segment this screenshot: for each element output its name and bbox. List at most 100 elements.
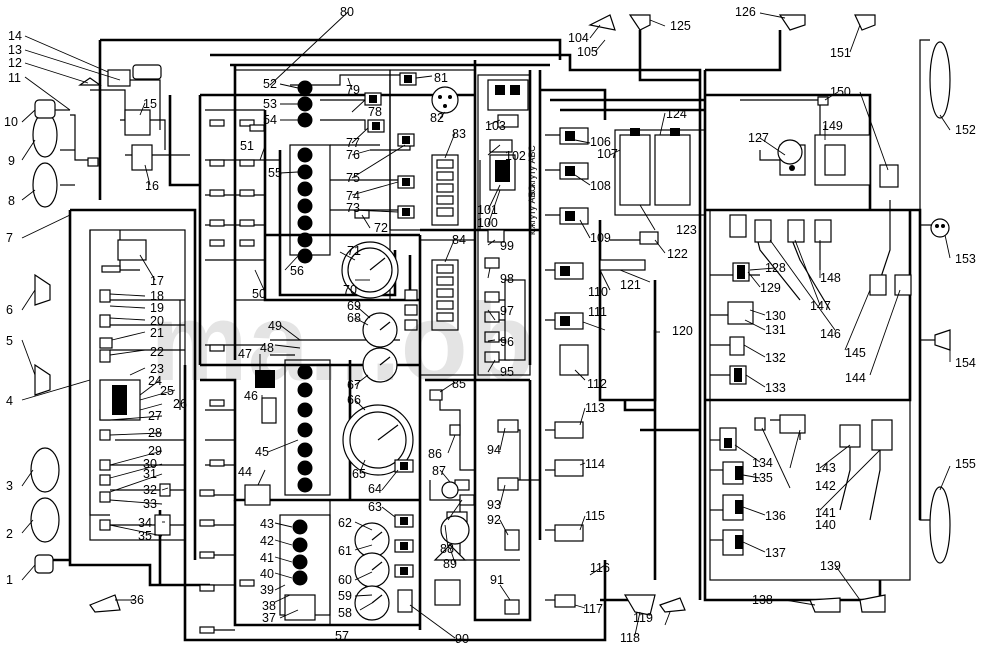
callout-117: 117 [583,602,603,616]
callout-5: 5 [6,334,13,348]
callout-116: 116 [590,561,610,575]
callout-151: 151 [830,46,851,60]
callout-138: 138 [752,593,773,607]
callout-42: 42 [260,534,274,548]
callout-83: 83 [452,127,466,141]
leader-lines [21,11,951,639]
callout-75: 75 [346,171,360,185]
callout-45: 45 [255,445,269,459]
callout-numbers: 1234567891011121314151617181920212223242… [4,5,976,646]
callout-58: 58 [338,606,352,620]
callout-51: 51 [240,139,254,153]
callout-153: 153 [955,252,976,266]
callout-52: 52 [263,77,277,91]
callout-29: 29 [148,444,162,458]
callout-61: 61 [338,544,352,558]
callout-111: 111 [588,305,607,319]
callout-97: 97 [500,304,514,318]
callout-76: 76 [346,148,360,162]
callout-66: 66 [347,393,361,407]
callout-71: 71 [347,244,361,258]
callout-115: 115 [585,509,605,523]
callout-136: 136 [765,509,786,523]
callout-56: 56 [290,264,304,278]
callout-103: 103 [485,119,506,133]
callout-77: 77 [346,136,360,150]
callout-74: 74 [346,189,360,203]
callout-8: 8 [8,194,15,208]
callout-34: 34 [138,516,152,530]
callout-79: 79 [346,83,360,97]
callout-121: 121 [620,278,641,292]
callout-85: 85 [452,377,466,391]
callout-38: 38 [262,599,276,613]
callout-19: 19 [150,301,164,315]
callout-80: 80 [340,5,354,19]
indicator-lamps [292,80,313,586]
callout-106: 106 [590,135,611,149]
gauge-62 [354,522,390,558]
callout-90: 90 [455,632,469,646]
callout-154: 154 [955,356,976,370]
callout-139: 139 [820,559,841,573]
callout-67: 67 [347,378,361,392]
callout-152: 152 [955,123,976,137]
callout-31: 31 [143,467,157,481]
callout-18: 18 [150,289,164,303]
watermark: ma...ob [150,281,535,404]
callout-87: 87 [432,464,446,478]
lamps-45 [297,364,313,493]
callout-78: 78 [368,105,382,119]
callout-30: 30 [143,457,157,471]
gauge-65 [342,404,414,476]
callout-11: 11 [8,71,21,85]
callout-98: 98 [500,272,514,286]
callout-39: 39 [260,583,274,597]
callout-1: 1 [6,573,13,587]
callout-104: 104 [568,31,589,45]
callout-13: 13 [8,43,22,57]
callout-15: 15 [143,97,157,111]
callout-44: 44 [238,465,252,479]
callout-128: 128 [765,261,786,275]
callout-132: 132 [765,351,786,365]
callout-55: 55 [268,166,282,180]
callout-129: 129 [760,281,781,295]
callout-49: 49 [268,319,282,333]
callout-35: 35 [138,529,152,543]
callout-2: 2 [6,527,13,541]
callout-86: 86 [428,447,442,461]
callout-81: 81 [434,71,448,85]
lamps-40-43 [292,519,308,586]
callout-123: 123 [676,223,697,237]
callout-112: 112 [587,377,607,391]
callout-25: 25 [160,384,174,398]
gauge-71 [341,241,399,299]
callout-27: 27 [148,409,162,423]
callout-122: 122 [667,247,688,261]
callout-144: 144 [845,371,866,385]
connectors [87,69,912,634]
callout-28: 28 [148,426,162,440]
callout-125: 125 [670,19,691,33]
callout-72: 72 [374,221,388,235]
callout-68: 68 [347,311,361,325]
callout-70: 70 [343,283,357,297]
callout-148: 148 [820,271,841,285]
note-abs-2: к жгуту АБС [527,185,537,235]
callout-43: 43 [260,517,274,531]
callout-17: 17 [150,274,164,288]
callout-105: 105 [577,45,598,59]
callout-130: 130 [765,309,786,323]
gauge-82 [431,86,459,114]
callout-96: 96 [500,335,514,349]
lamps-55 [297,147,313,264]
callout-155: 155 [955,457,976,471]
callout-50: 50 [252,287,266,301]
gauge-67 [362,347,398,383]
callout-40: 40 [260,567,274,581]
callout-16: 16 [145,179,159,193]
callout-32: 32 [143,483,157,497]
callout-142: 142 [815,479,836,493]
